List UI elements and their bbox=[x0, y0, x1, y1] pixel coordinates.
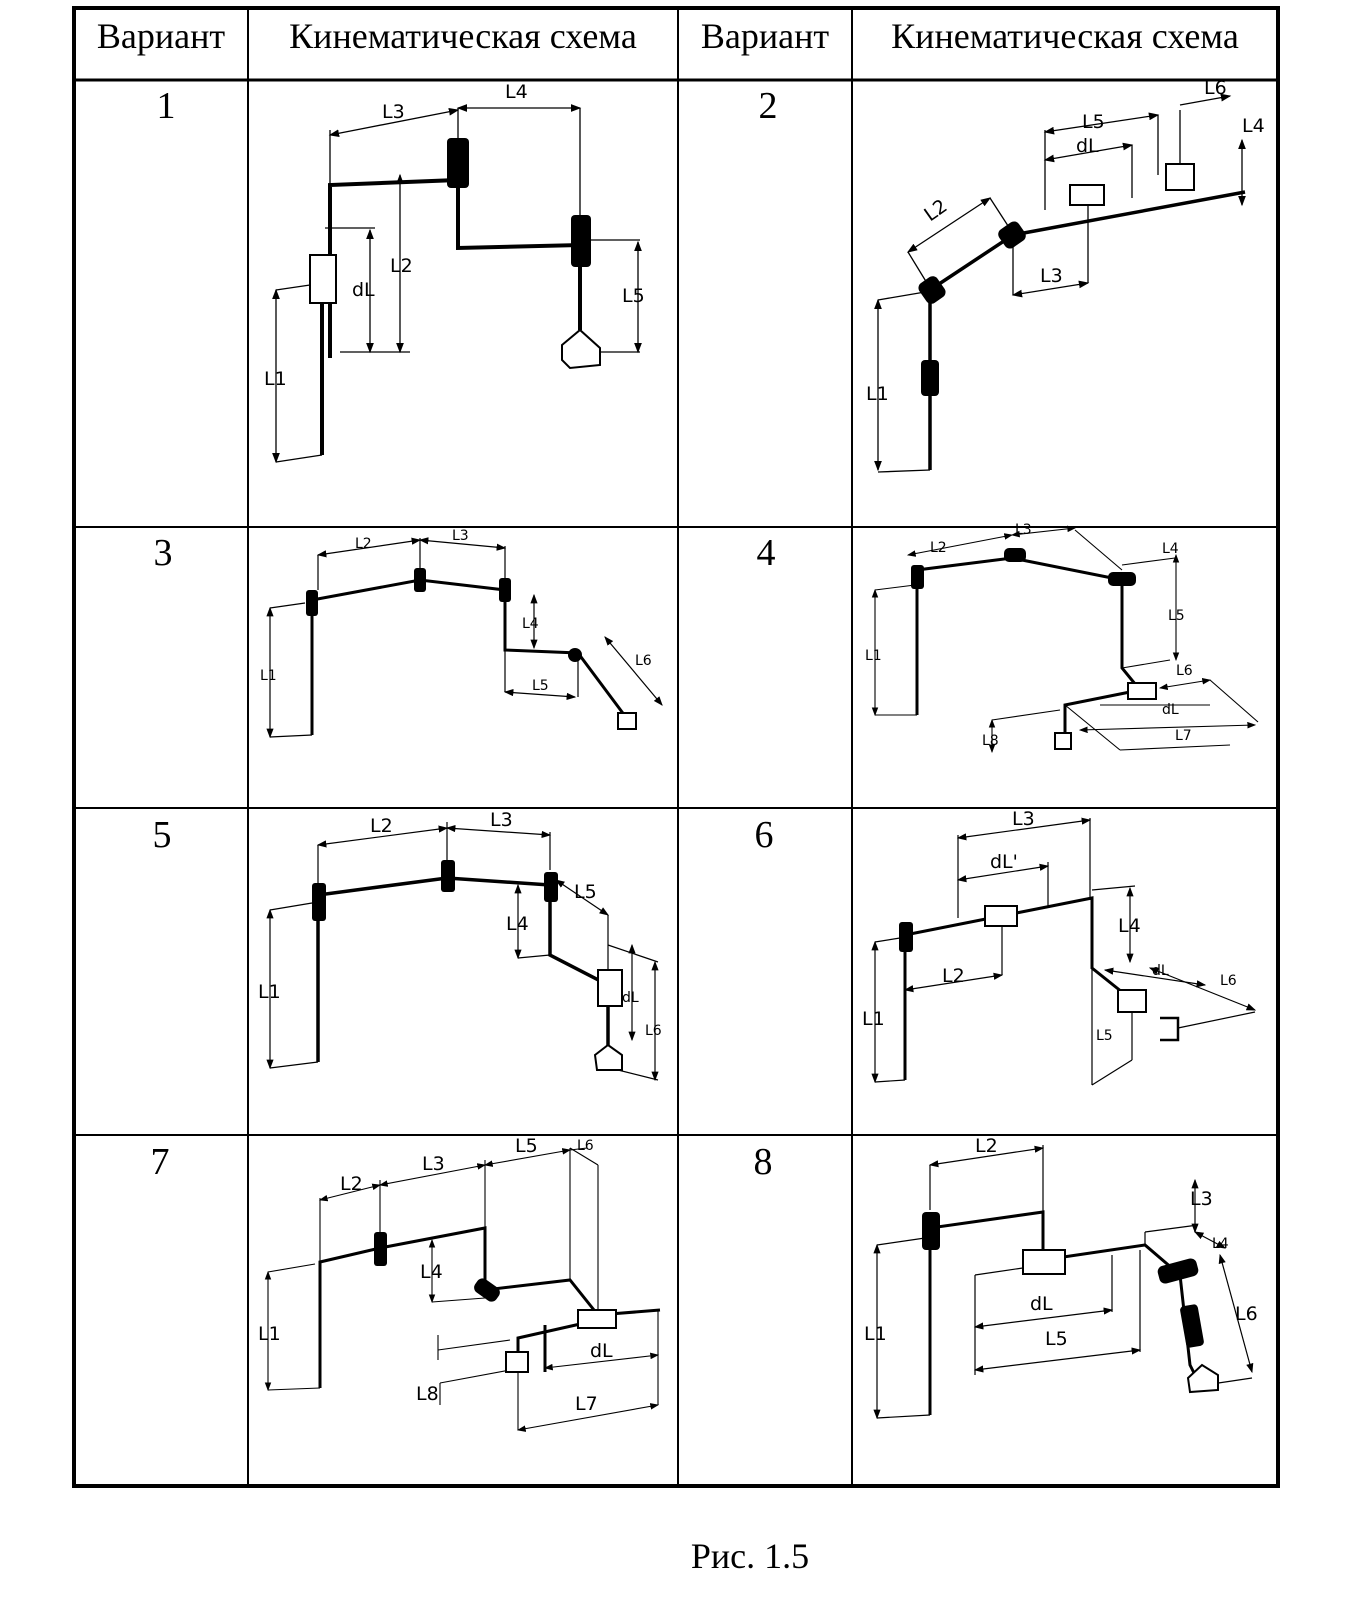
label-L2: L2 bbox=[370, 815, 393, 837]
label-L6: L6 bbox=[1204, 77, 1227, 99]
variant-number-2: 2 bbox=[759, 85, 778, 127]
label-L3: L3 bbox=[452, 528, 469, 544]
label-L4: L4 bbox=[420, 1261, 443, 1283]
label-L3: L3 bbox=[1015, 522, 1032, 538]
label-L1: L1 bbox=[264, 368, 287, 390]
label-L4: L4 bbox=[522, 616, 539, 632]
label-L5: L5 bbox=[1082, 111, 1105, 133]
label-L6: L6 bbox=[645, 1023, 662, 1039]
label-L3: L3 bbox=[490, 809, 513, 831]
label-L1: L1 bbox=[866, 383, 889, 405]
label-L1: L1 bbox=[260, 668, 277, 684]
kinematic-scheme-3: L2 L3 L1 L4 L5 L6 bbox=[260, 528, 663, 739]
header-scheme-2: Кинематическая схема bbox=[891, 16, 1239, 56]
variant-number-5: 5 bbox=[153, 814, 172, 856]
variant-number-8: 8 bbox=[754, 1141, 773, 1183]
figure-caption: Рис. 1.5 bbox=[690, 1536, 810, 1576]
label-L2: L2 bbox=[390, 255, 413, 277]
label-L1: L1 bbox=[865, 648, 882, 664]
kinematic-scheme-8: L2 L3 L4 L6 dL L5 L1 bbox=[864, 1135, 1258, 1420]
label-L2: L2 bbox=[920, 195, 951, 226]
label-L5: L5 bbox=[532, 678, 549, 694]
label-L6: L6 bbox=[577, 1138, 594, 1154]
header-variant-2: Вариант bbox=[701, 16, 830, 56]
label-dL: dL bbox=[622, 990, 639, 1006]
variant-number-1: 1 bbox=[157, 85, 176, 127]
label-L2: L2 bbox=[930, 540, 947, 556]
label-L4: L4 bbox=[506, 913, 529, 935]
label-L4: L4 bbox=[1162, 541, 1179, 557]
header-variant-1: Вариант bbox=[97, 16, 226, 56]
label-dL-prime: dL' bbox=[990, 851, 1018, 873]
label-L1: L1 bbox=[862, 1008, 885, 1030]
label-L4: L4 bbox=[505, 81, 528, 103]
label-L3: L3 bbox=[422, 1153, 445, 1175]
kinematic-scheme-7: L2 L3 L5 L6 L4 L1 dL L7 L8 bbox=[258, 1135, 661, 1432]
variant-number-4: 4 bbox=[757, 532, 776, 574]
label-L6: L6 bbox=[1220, 973, 1237, 989]
label-L7: L7 bbox=[575, 1393, 598, 1415]
label-L3: L3 bbox=[1190, 1188, 1213, 1210]
label-L1: L1 bbox=[864, 1323, 887, 1345]
label-dL: dL bbox=[1076, 135, 1099, 157]
label-dL: dL bbox=[1152, 963, 1169, 979]
label-L8: L8 bbox=[982, 733, 999, 749]
label-L6: L6 bbox=[1176, 663, 1193, 679]
label-L5: L5 bbox=[1045, 1328, 1068, 1350]
label-L8: L8 bbox=[416, 1383, 439, 1405]
label-L5: L5 bbox=[1168, 608, 1185, 624]
kinematic-scheme-6: L3 dL' L2 L1 L4 L5 dL L6 bbox=[862, 808, 1257, 1086]
label-L5: L5 bbox=[1096, 1028, 1113, 1044]
variant-number-7: 7 bbox=[151, 1141, 170, 1183]
variant-number-3: 3 bbox=[154, 532, 173, 574]
label-L1: L1 bbox=[258, 981, 281, 1003]
kinematic-scheme-4: L2 L3 L4 L5 L1 L6 dL L7 L8 bbox=[865, 522, 1259, 754]
label-dL: dL bbox=[590, 1340, 613, 1362]
label-L1: L1 bbox=[258, 1323, 281, 1345]
label-L3: L3 bbox=[1040, 265, 1063, 287]
label-L2: L2 bbox=[942, 965, 965, 987]
kinematic-scheme-1: L3 L4 L2 dL L1 L5 bbox=[264, 81, 645, 464]
label-L6: L6 bbox=[635, 653, 652, 669]
header-scheme-1: Кинематическая схема bbox=[289, 16, 637, 56]
variant-number-6: 6 bbox=[755, 814, 774, 856]
label-L4: L4 bbox=[1242, 115, 1265, 137]
label-L6: L6 bbox=[1235, 1303, 1258, 1325]
kinematic-scheme-2: L2 L3 L5 dL L6 L4 L1 bbox=[866, 77, 1265, 473]
label-L5: L5 bbox=[574, 881, 597, 903]
label-L7: L7 bbox=[1175, 728, 1192, 744]
label-L2: L2 bbox=[340, 1173, 363, 1195]
label-dL: dL bbox=[1162, 702, 1179, 718]
label-L4: L4 bbox=[1118, 915, 1141, 937]
label-L5: L5 bbox=[622, 285, 645, 307]
label-L3: L3 bbox=[382, 101, 405, 123]
label-dL: dL bbox=[352, 279, 375, 301]
label-L2: L2 bbox=[355, 536, 372, 552]
table-grid bbox=[72, 6, 1280, 1488]
label-L5: L5 bbox=[515, 1135, 538, 1157]
label-L3: L3 bbox=[1012, 808, 1035, 830]
label-L2: L2 bbox=[975, 1135, 998, 1157]
kinematic-scheme-5: L2 L3 L4 L5 L1 dL L6 bbox=[258, 809, 662, 1082]
label-L4-small: L4 bbox=[1212, 1236, 1229, 1252]
label-dL: dL bbox=[1030, 1293, 1053, 1315]
